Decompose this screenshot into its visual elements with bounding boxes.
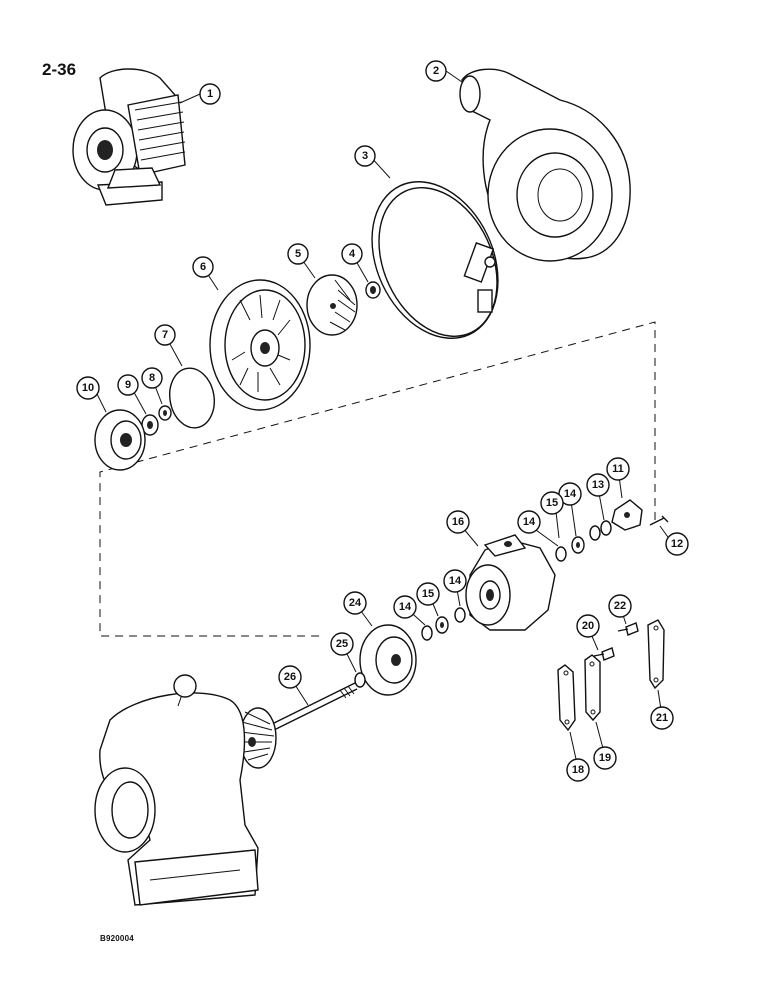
lower-bearing-set-drawing [421,607,466,641]
insert-drawing [94,409,146,471]
svg-text:18: 18 [572,764,584,776]
callout-14c: 14 [443,569,467,593]
svg-text:5: 5 [295,248,301,260]
figure-code: B920004 [100,934,134,943]
collar-drawing [600,520,612,536]
callout-22: 22 [608,594,632,618]
svg-text:1: 1 [207,88,213,100]
nut-drawing [365,281,381,299]
svg-text:21: 21 [656,712,668,724]
backplate-drawing [209,279,311,411]
assembly-dashed-line [99,321,656,637]
svg-text:14: 14 [449,575,462,587]
callout-1: 1 [199,83,221,105]
v-band-clamp-drawing [371,181,499,339]
center-housing-drawing [465,534,556,631]
callout-7: 7 [154,324,176,346]
callout-14b: 14 [517,510,541,534]
callout-12: 12 [665,532,689,556]
callout-15b: 15 [416,582,440,606]
svg-text:14: 14 [564,488,577,500]
callout-23: 24 [343,591,367,615]
clamp-plates-drawing [557,619,665,732]
svg-text:11: 11 [612,463,624,475]
callout-13: 13 [586,473,610,497]
svg-text:4: 4 [349,248,356,260]
svg-text:9: 9 [125,379,131,391]
callout-2: 2 [425,60,447,82]
svg-text:10: 10 [82,382,94,394]
page-number: 2-36 [42,60,77,79]
bolts-drawing [593,622,639,661]
svg-text:6: 6 [200,261,206,273]
heat-shield-drawing [359,624,417,696]
callout-16: 16 [446,510,470,534]
callout-10: 10 [76,376,100,400]
svg-text:22: 22 [614,600,626,612]
svg-text:26: 26 [284,671,296,683]
svg-text:19: 19 [599,752,611,764]
callout-11: 11 [606,457,630,481]
turbocharger-assembly-drawing [72,68,186,206]
turbine-housing-drawing [94,692,259,906]
svg-text:3: 3 [362,150,368,162]
callout-18: 18 [566,758,590,782]
callout-6: 6 [192,256,214,278]
svg-text:13: 13 [592,479,604,491]
thrust-collar-drawing [141,414,159,436]
o-ring-drawing [169,367,215,429]
callout-9: 9 [117,374,139,396]
screw-drawing [649,515,669,526]
svg-text:14: 14 [523,516,536,528]
callout-19: 19 [593,746,617,770]
seal-ring-lower-drawing [354,672,366,688]
svg-text:8: 8 [149,372,155,384]
svg-text:15: 15 [546,497,558,509]
turbine-wheel-and-shaft-drawing [239,682,358,769]
svg-text:15: 15 [422,588,434,600]
callout-15: 15 [540,491,564,515]
svg-text:24: 24 [349,597,362,609]
callout-4: 4 [341,243,363,265]
compressor-wheel-drawing [306,274,358,336]
svg-text:7: 7 [162,329,168,341]
callout-8: 8 [141,367,163,389]
seal-ring-drawing [158,405,172,421]
svg-text:25: 25 [336,638,348,650]
callout-14: 14 [558,482,582,506]
callout-20: 20 [576,614,600,638]
svg-text:2: 2 [433,65,439,77]
callout-3: 3 [354,145,376,167]
svg-text:20: 20 [582,620,594,632]
svg-text:14: 14 [399,601,412,613]
callout-25: 26 [278,665,302,689]
svg-text:12: 12 [671,538,683,550]
callout-5: 5 [287,243,309,265]
callout-14d: 14 [393,595,417,619]
callout-26 [173,674,197,698]
thrust-bearing-drawing [611,499,643,531]
callout-21: 21 [650,706,674,730]
callout-24: 25 [330,632,354,656]
svg-text:16: 16 [452,516,464,528]
compressor-housing-drawing [459,68,631,262]
upper-bearing-set-drawing [555,525,601,562]
